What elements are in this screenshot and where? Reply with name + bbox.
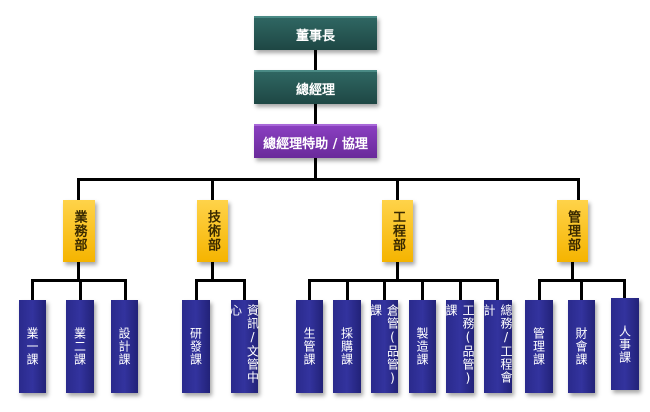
dept-management: 管理部 bbox=[557, 200, 588, 262]
connector bbox=[496, 279, 499, 300]
main-bus bbox=[77, 178, 580, 181]
connector bbox=[538, 279, 541, 300]
connector bbox=[77, 262, 80, 280]
section-box: 業一課 bbox=[19, 300, 46, 393]
connector bbox=[77, 178, 80, 200]
connector bbox=[211, 178, 214, 200]
section-box: 採購課 bbox=[333, 300, 361, 393]
connector bbox=[195, 279, 198, 300]
connector bbox=[623, 279, 626, 298]
connector bbox=[396, 178, 399, 200]
connector bbox=[314, 158, 317, 180]
section-box: 業二課 bbox=[66, 300, 94, 393]
connector bbox=[243, 279, 246, 300]
section-box: 研發課 bbox=[182, 300, 210, 393]
section-box: 生管課 bbox=[296, 300, 323, 393]
connector bbox=[396, 262, 399, 280]
connector bbox=[421, 279, 424, 300]
connector bbox=[571, 262, 574, 280]
connector bbox=[211, 262, 214, 280]
dept-technology: 技術部 bbox=[197, 200, 228, 262]
section-box: 倉管(品管)課 bbox=[369, 300, 400, 393]
connector bbox=[383, 279, 386, 300]
section-box: 管理課 bbox=[525, 300, 553, 393]
dept-engineering: 工程部 bbox=[382, 200, 413, 262]
chairman-box: 董事長 bbox=[254, 16, 377, 50]
connector bbox=[577, 178, 580, 200]
connector bbox=[31, 279, 34, 300]
section-box: 製造課 bbox=[409, 300, 436, 393]
connector bbox=[79, 279, 82, 300]
section-box: 財會課 bbox=[568, 300, 595, 393]
section-bus bbox=[308, 279, 499, 282]
assistant-box: 總經理特助 / 協理 bbox=[254, 124, 377, 158]
general-manager-box: 總經理 bbox=[254, 70, 377, 104]
connector bbox=[314, 104, 317, 124]
section-box: 工務(品管)課 bbox=[444, 300, 475, 393]
section-box: 設計課 bbox=[111, 300, 138, 393]
connector bbox=[308, 279, 311, 300]
section-box: 總務/工程會計 bbox=[482, 300, 513, 393]
dept-sales: 業務部 bbox=[63, 200, 95, 262]
connector bbox=[459, 279, 462, 300]
section-box: 資訊/文管中心 bbox=[229, 300, 260, 393]
connector bbox=[580, 279, 583, 300]
connector bbox=[124, 279, 127, 300]
connector bbox=[314, 50, 317, 70]
connector bbox=[346, 279, 349, 300]
section-box: 人事課 bbox=[611, 298, 639, 390]
section-bus bbox=[195, 279, 246, 282]
